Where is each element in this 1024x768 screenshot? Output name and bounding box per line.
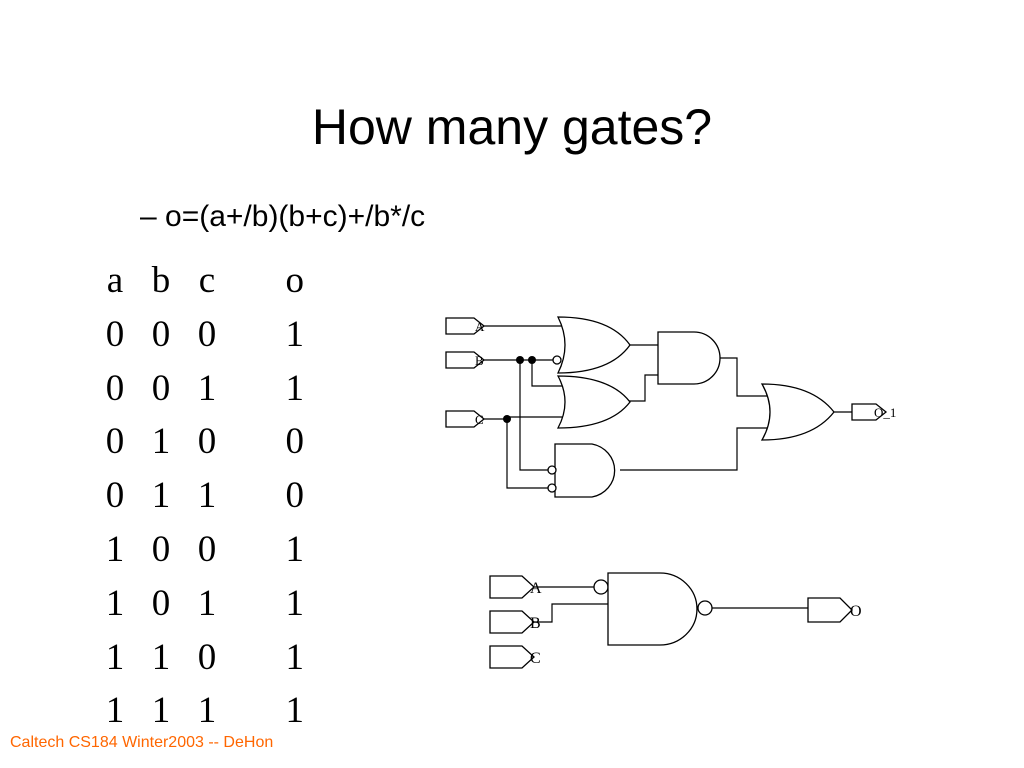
input-port-a xyxy=(489,575,535,599)
output-label: O xyxy=(850,603,862,620)
inverter-bubble xyxy=(547,483,557,493)
cell: 0 xyxy=(105,421,125,463)
cell: 1 xyxy=(105,690,125,732)
header-o: o xyxy=(285,260,305,301)
input-c-label: C xyxy=(530,650,541,667)
cell: 1 xyxy=(151,636,171,678)
inverter-bubble xyxy=(547,465,557,475)
cell: 1 xyxy=(285,582,305,624)
cell: 1 xyxy=(105,582,125,624)
cell: 1 xyxy=(285,528,305,570)
cell: 0 xyxy=(151,367,171,409)
junction-dot xyxy=(516,356,524,364)
cell: 0 xyxy=(197,528,217,570)
cell: 1 xyxy=(285,636,305,678)
junction-dot xyxy=(503,415,511,423)
wire xyxy=(519,360,548,471)
slide-title: How many gates? xyxy=(311,99,713,155)
cell: 0 xyxy=(285,421,305,463)
cell: 0 xyxy=(151,528,171,570)
input-port-b xyxy=(445,351,486,369)
wire xyxy=(506,419,548,489)
or-gate xyxy=(760,383,835,441)
inverter-bubble xyxy=(552,355,562,365)
or-gate xyxy=(556,316,631,374)
header-b: b xyxy=(151,260,171,301)
cell: 0 xyxy=(197,636,217,678)
cell: 1 xyxy=(285,313,305,355)
cell: 1 xyxy=(105,528,125,570)
cell: 0 xyxy=(105,313,125,355)
cell: 0 xyxy=(285,475,305,517)
cell: 1 xyxy=(151,475,171,517)
input-port-a xyxy=(445,317,486,335)
cell: 0 xyxy=(151,582,171,624)
circuit-one: A B C O_1 xyxy=(445,316,896,498)
cell: 1 xyxy=(285,690,305,732)
header-c: c xyxy=(198,260,216,301)
inverter-bubble xyxy=(593,579,609,595)
truth-table-header: a b c o xyxy=(92,254,304,308)
wire xyxy=(628,374,658,402)
and-gate xyxy=(657,331,721,385)
input-a-label: A xyxy=(475,319,485,334)
wire xyxy=(620,427,768,471)
output-port xyxy=(807,597,853,623)
cell: 1 xyxy=(197,582,217,624)
input-a-label: A xyxy=(530,580,542,597)
input-c-label: C xyxy=(475,412,484,427)
expression-bullet: – o=(a+/b)(b+c)+/b*/c xyxy=(140,200,426,233)
wire xyxy=(534,603,608,623)
input-b-label: B xyxy=(475,353,484,368)
input-b-label: B xyxy=(530,615,541,632)
cell: 1 xyxy=(151,421,171,463)
slide-footer: Caltech CS184 Winter2003 -- DeHon xyxy=(10,734,274,751)
wire xyxy=(506,416,565,419)
or-gate xyxy=(556,375,631,429)
cell: 0 xyxy=(197,313,217,355)
inverter-bubble xyxy=(697,600,713,616)
wire xyxy=(720,357,768,397)
input-port-c xyxy=(489,645,535,669)
nand-gate xyxy=(607,572,698,646)
output-label: O_1 xyxy=(874,405,896,420)
header-a: a xyxy=(106,260,124,301)
circuit-two: A B C O xyxy=(489,572,862,669)
cell: 1 xyxy=(285,367,305,409)
cell: 1 xyxy=(197,690,217,732)
wire xyxy=(531,360,565,387)
input-port-c xyxy=(445,410,486,428)
cell: 0 xyxy=(151,313,171,355)
output-port xyxy=(851,403,888,421)
cell: 1 xyxy=(197,367,217,409)
cell: 0 xyxy=(105,367,125,409)
cell: 1 xyxy=(197,475,217,517)
cell: 0 xyxy=(105,475,125,517)
cell: 0 xyxy=(197,421,217,463)
cell: 1 xyxy=(105,636,125,678)
input-port-b xyxy=(489,610,535,634)
junction-dot xyxy=(528,356,536,364)
cell: 1 xyxy=(151,690,171,732)
and-gate xyxy=(554,443,616,498)
